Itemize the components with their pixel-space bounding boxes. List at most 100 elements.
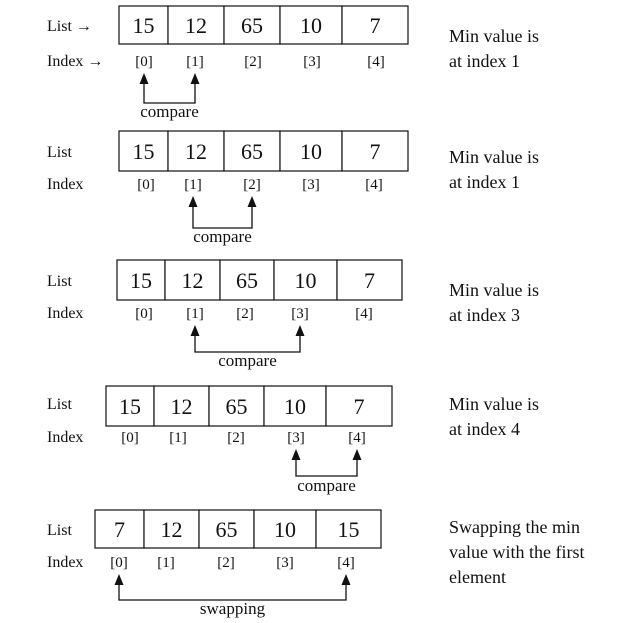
arrow-head — [190, 73, 200, 84]
index-value: [1] — [184, 177, 202, 193]
cell-value: 65 — [236, 268, 258, 293]
array-cell — [219, 259, 275, 301]
connector-label: swapping — [200, 599, 266, 618]
index-value: [2] — [236, 306, 254, 322]
cell-value: 15 — [133, 13, 155, 38]
cell-value: 12 — [171, 394, 193, 419]
arrow-head — [247, 196, 257, 207]
index-value: [3] — [276, 555, 294, 571]
cell-value: 65 — [241, 139, 263, 164]
step-note: Min value is — [449, 147, 539, 167]
cell-value: 15 — [130, 268, 152, 293]
cell-value: 10 — [284, 394, 306, 419]
list-label: List — [47, 522, 72, 539]
index-value: [2] — [243, 177, 261, 193]
step-note: Min value is — [449, 394, 539, 414]
array-cell — [94, 509, 145, 549]
cell-value: 12 — [185, 139, 207, 164]
index-value: [4] — [337, 555, 355, 571]
cell-value: 7 — [114, 517, 125, 542]
index-value: [3] — [302, 177, 320, 193]
array-cell — [164, 259, 221, 301]
list-label: List — [47, 144, 72, 161]
array-cell — [208, 385, 265, 427]
step-note: value with the first — [449, 542, 584, 562]
cell-value: 12 — [182, 268, 204, 293]
cell-value: 7 — [370, 13, 381, 38]
array-cell — [273, 259, 338, 301]
index-value: [4] — [367, 54, 385, 70]
connector-line — [118, 582, 347, 601]
index-value: [3] — [291, 306, 309, 322]
array-cell — [198, 509, 255, 549]
index-value: [0] — [135, 306, 153, 322]
array-cell — [341, 5, 409, 45]
cell-value: 12 — [161, 517, 183, 542]
cell-value: 7 — [364, 268, 375, 293]
step-note: element — [449, 567, 506, 587]
index-value: [1] — [186, 306, 204, 322]
connector-label: compare — [218, 351, 277, 370]
connector-label: compare — [193, 227, 252, 246]
connector-label: compare — [297, 476, 356, 495]
index-value: [2] — [227, 430, 245, 446]
list-label: List → — [47, 18, 92, 35]
index-value: [2] — [217, 555, 235, 571]
cell-value: 7 — [354, 394, 365, 419]
index-value: [0] — [135, 54, 153, 70]
cell-value: 15 — [133, 139, 155, 164]
index-value: [0] — [121, 430, 139, 446]
index-value: [4] — [365, 177, 383, 193]
index-value: [4] — [355, 306, 373, 322]
connector-line — [194, 333, 301, 353]
step-note: at index 1 — [449, 51, 520, 71]
index-value: [3] — [287, 430, 305, 446]
step-note: Swapping the min — [449, 517, 580, 537]
step-note: Min value is — [449, 280, 539, 300]
index-value: [0] — [110, 555, 128, 571]
list-label: List — [47, 273, 72, 290]
arrow-head — [190, 325, 200, 336]
index-label: Index — [47, 554, 83, 571]
array-cell — [167, 5, 225, 45]
index-value: [2] — [244, 54, 262, 70]
array-cell — [143, 509, 200, 549]
index-label: Index — [47, 176, 83, 193]
array-cell — [223, 130, 281, 172]
arrow-head — [352, 449, 362, 460]
step-note: at index 3 — [449, 305, 520, 325]
connector-line — [143, 81, 196, 104]
arrow-head — [295, 325, 305, 336]
cell-value: 10 — [295, 268, 317, 293]
array-cell — [118, 130, 169, 172]
cell-value: 15 — [119, 394, 141, 419]
cell-value: 15 — [338, 517, 360, 542]
index-value: [1] — [169, 430, 187, 446]
cell-value: 10 — [274, 517, 296, 542]
array-cell — [279, 130, 343, 172]
cell-value: 65 — [226, 394, 248, 419]
connector-label: compare — [140, 102, 199, 121]
array-cell — [263, 385, 327, 427]
step-note: Min value is — [449, 26, 539, 46]
cell-value: 10 — [300, 139, 322, 164]
arrow-head — [291, 449, 301, 460]
array-cell — [153, 385, 210, 427]
list-label: List — [47, 396, 72, 413]
array-cell — [341, 130, 409, 172]
array-cell — [336, 259, 403, 301]
index-label: Index — [47, 429, 83, 446]
array-cell — [105, 385, 155, 427]
cell-value: 7 — [370, 139, 381, 164]
cell-value: 65 — [241, 13, 263, 38]
arrow-head — [188, 196, 198, 207]
arrow-head — [139, 73, 149, 84]
step-note: at index 1 — [449, 172, 520, 192]
array-cell — [223, 5, 281, 45]
index-value: [3] — [303, 54, 321, 70]
connector-line — [192, 204, 253, 229]
